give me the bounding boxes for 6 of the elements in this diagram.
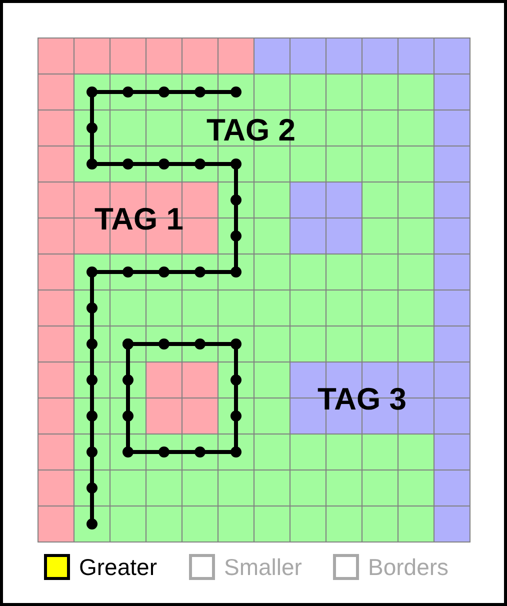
region-label: TAG 1 — [94, 204, 184, 234]
region-label: TAG 3 — [318, 384, 406, 414]
legend-label: Borders — [368, 556, 449, 578]
legend-label: Greater — [79, 556, 157, 578]
legend-label: Smaller — [224, 556, 302, 578]
region-label: TAG 2 — [206, 114, 296, 146]
